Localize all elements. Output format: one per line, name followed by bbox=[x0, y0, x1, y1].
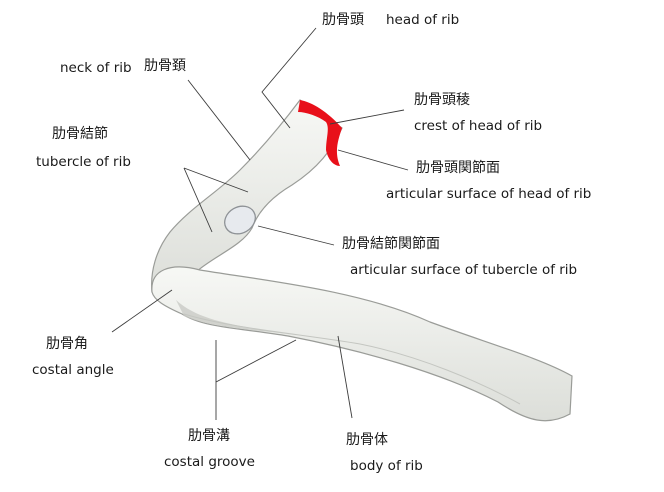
label-head-en: head of rib bbox=[386, 12, 460, 28]
leader-tubercle-2 bbox=[183, 167, 249, 193]
label-groove-jp: 肋骨溝 bbox=[188, 428, 230, 444]
costal-groove-shape bbox=[176, 300, 290, 334]
leader-neck bbox=[187, 79, 251, 161]
label-body-jp: 肋骨体 bbox=[346, 432, 388, 448]
rib-body-shape bbox=[151, 266, 573, 422]
label-artic-tub-en: articular surface of tubercle of rib bbox=[350, 262, 578, 278]
rib-neck-shape bbox=[151, 99, 343, 293]
label-angle-jp: 肋骨角 bbox=[46, 336, 88, 352]
label-neck-jp: 肋骨頚 bbox=[144, 58, 186, 74]
leader-angle bbox=[111, 289, 173, 333]
label-artic-head-jp: 肋骨頭関節面 bbox=[416, 160, 500, 176]
label-body-en: body of rib bbox=[350, 458, 423, 474]
label-artic-head-en: articular surface of head of rib bbox=[386, 186, 592, 202]
leader-body bbox=[337, 335, 353, 419]
label-head-jp: 肋骨頭 bbox=[322, 12, 364, 28]
label-artic-tub-jp: 肋骨結節関節面 bbox=[342, 236, 440, 252]
leader-artic-tub bbox=[257, 225, 335, 246]
label-tubercle-en: tubercle of rib bbox=[36, 154, 131, 170]
crest-of-head-shape bbox=[298, 100, 342, 166]
leader-artic-head bbox=[337, 149, 409, 171]
label-groove-en: costal groove bbox=[164, 454, 255, 470]
leader-head bbox=[261, 27, 317, 129]
leader-lines bbox=[111, 27, 409, 420]
leader-crest bbox=[329, 109, 405, 125]
label-crest-jp: 肋骨頭稜 bbox=[414, 92, 470, 108]
label-tubercle-jp: 肋骨結節 bbox=[52, 126, 108, 142]
label-crest-en: crest of head of rib bbox=[414, 118, 543, 134]
leader-groove-2 bbox=[215, 339, 297, 383]
costal-groove-line bbox=[183, 313, 521, 405]
tubercle-articular-surface bbox=[224, 205, 256, 235]
leader-tubercle-1 bbox=[183, 167, 213, 233]
label-neck-en: neck of rib bbox=[60, 60, 132, 76]
label-angle-en: costal angle bbox=[32, 362, 114, 378]
